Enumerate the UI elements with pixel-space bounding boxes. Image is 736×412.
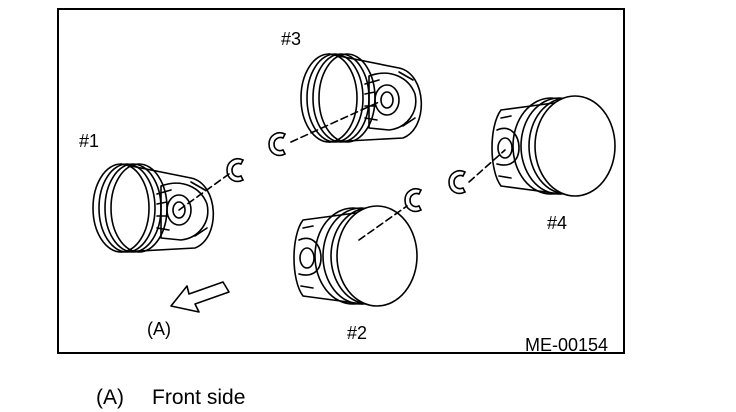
legend-key: (A) xyxy=(96,386,124,409)
circlip-1 xyxy=(226,157,244,183)
label-piston-1: #1 xyxy=(79,131,100,151)
piston-2-illustration xyxy=(293,205,418,307)
pin-axis-line-4 xyxy=(468,149,506,183)
pin-axis-line-3 xyxy=(290,101,380,143)
legend-text: Front side xyxy=(152,386,246,409)
label-piston-2: #2 xyxy=(347,323,368,343)
circlip-4 xyxy=(448,169,466,195)
pin-axis-line-1 xyxy=(178,173,230,211)
circlip-2 xyxy=(404,187,422,213)
piston-3-illustration xyxy=(300,53,423,143)
label-front-arrow: (A) xyxy=(147,319,171,339)
figure-frame: #3 #1 #4 #2 (A) ME-00154 xyxy=(57,8,625,354)
figure-code: ME-00154 xyxy=(525,335,609,355)
piston-4-illustration xyxy=(491,95,616,197)
piston-1-illustration xyxy=(92,163,215,253)
pin-axis-line-2 xyxy=(358,205,408,241)
legend-row: (A) Front side xyxy=(96,387,245,408)
label-piston-3: #3 xyxy=(281,29,302,49)
label-piston-4: #4 xyxy=(547,213,568,233)
circlip-3 xyxy=(268,131,286,157)
piston-diagram xyxy=(92,53,616,313)
front-direction-arrow-icon xyxy=(170,281,230,313)
